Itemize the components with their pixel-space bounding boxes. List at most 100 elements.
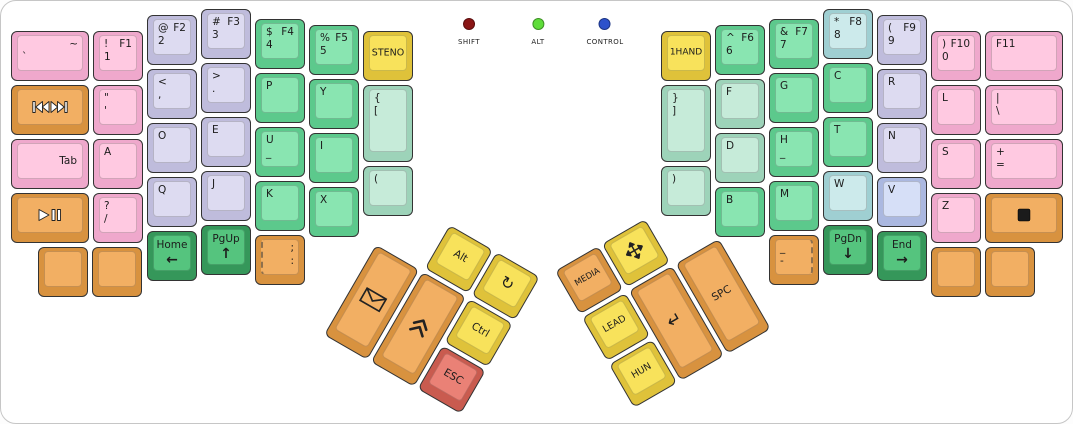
key-w[interactable]: W: [823, 171, 873, 221]
key-blank-right-2[interactable]: [985, 247, 1035, 297]
key-l[interactable]: L: [931, 85, 981, 135]
skip-track-icon: [32, 101, 68, 114]
key-right-paren[interactable]: ): [661, 166, 711, 216]
key-quote[interactable]: "': [93, 85, 143, 135]
envelope-icon: [358, 286, 388, 313]
key-left-paren[interactable]: (: [363, 166, 413, 216]
key-m-cap: M: [775, 185, 813, 221]
key-period[interactable]: >.: [201, 63, 251, 113]
key-comma[interactable]: <,: [147, 69, 197, 119]
key-tab[interactable]: Tab: [11, 139, 89, 189]
key-period-label: .: [212, 83, 216, 95]
key-question[interactable]: ?/: [93, 193, 143, 243]
key-0-label: 0: [942, 51, 949, 63]
key-home[interactable]: Home←: [147, 231, 197, 281]
key-tilde[interactable]: ~`: [11, 31, 89, 81]
key-home-label: Home: [156, 239, 188, 251]
key-semicolon[interactable]: ;:: [255, 235, 305, 285]
key-1hand[interactable]: 1HAND: [661, 31, 711, 81]
key-steno[interactable]: STENO: [363, 31, 413, 81]
key-pipe[interactable]: |\: [985, 85, 1063, 135]
key-y[interactable]: Y: [309, 79, 359, 129]
key-g[interactable]: G: [769, 73, 819, 123]
key-thumb-move[interactable]: [601, 219, 671, 288]
key-k[interactable]: K: [255, 181, 305, 231]
key-b-label: B: [726, 194, 734, 206]
key-c[interactable]: C: [823, 63, 873, 113]
key-l-label: L: [942, 92, 948, 104]
key-pgdn[interactable]: PgDn↓: [823, 225, 873, 275]
key-media-prev-next[interactable]: [11, 85, 89, 135]
key-stop[interactable]: [985, 193, 1063, 243]
key-t-label: T: [834, 124, 841, 136]
key-thumb-chevron[interactable]: [370, 271, 467, 387]
key-blank-left-2[interactable]: [92, 247, 142, 297]
key-stop-cap: [991, 197, 1057, 233]
key-x[interactable]: X: [309, 187, 359, 237]
key-d[interactable]: D: [715, 133, 765, 183]
key-blank-right-1-cap: [937, 251, 975, 287]
key-u[interactable]: U_: [255, 127, 305, 177]
key-blank-left-1[interactable]: [38, 247, 88, 297]
key-b[interactable]: B: [715, 187, 765, 237]
key-i[interactable]: I: [309, 133, 359, 183]
play-pause-icon: [38, 209, 62, 222]
key-f-label: F: [726, 86, 733, 98]
key-semicolon-label: :: [290, 255, 294, 267]
key-o-label: O: [158, 130, 167, 142]
key-r[interactable]: R: [877, 69, 927, 119]
key-e[interactable]: E: [201, 117, 251, 167]
key-left-brace[interactable]: {[: [363, 85, 413, 162]
key-right-brace[interactable]: }]: [661, 85, 711, 162]
key-thumb-mail[interactable]: [324, 244, 420, 360]
key-r-label: R: [888, 76, 896, 88]
key-p[interactable]: P: [255, 73, 305, 123]
key-t[interactable]: T: [823, 117, 873, 167]
key-f[interactable]: F: [715, 79, 765, 129]
key-thumb-hun-cap: HUN: [616, 345, 668, 397]
key-z[interactable]: Z: [931, 193, 981, 243]
key-play-pause[interactable]: [11, 193, 89, 243]
key-j[interactable]: J: [201, 171, 251, 221]
key-blank-right-1[interactable]: [931, 247, 981, 297]
key-q[interactable]: Q: [147, 177, 197, 227]
key-u-label: U: [266, 134, 274, 146]
key-h[interactable]: H_: [769, 127, 819, 177]
key-pgup[interactable]: PgUp↑: [201, 225, 251, 275]
key-s[interactable]: S: [931, 139, 981, 189]
key-v[interactable]: V: [877, 177, 927, 227]
key-plus[interactable]: +=: [985, 139, 1063, 189]
key-f11[interactable]: F11: [985, 31, 1063, 81]
key-3-label: #: [212, 16, 221, 28]
key-period-cap: >.: [207, 67, 245, 103]
key-a[interactable]: A: [93, 139, 143, 189]
key-d-label: D: [726, 140, 735, 152]
key-m[interactable]: M: [769, 181, 819, 231]
key-o[interactable]: O: [147, 123, 197, 173]
key-tilde-cap: ~`: [17, 35, 83, 71]
key-thumb-mail-cap: [334, 251, 413, 349]
arrow-right-icon: →: [896, 252, 908, 268]
key-thumb-chevron-cap: [380, 278, 459, 376]
key-x-label: X: [320, 194, 328, 206]
key-n[interactable]: N: [877, 123, 927, 173]
key-steno-cap: STENO: [369, 35, 407, 71]
key-period-label: >: [212, 70, 221, 82]
key-v-cap: V: [883, 181, 921, 217]
key-thumb-ctrl-cap: Ctrl: [454, 305, 506, 356]
key-end[interactable]: End→: [877, 231, 927, 281]
key-underscore[interactable]: _-: [769, 235, 819, 285]
key-j-cap: J: [207, 175, 245, 211]
